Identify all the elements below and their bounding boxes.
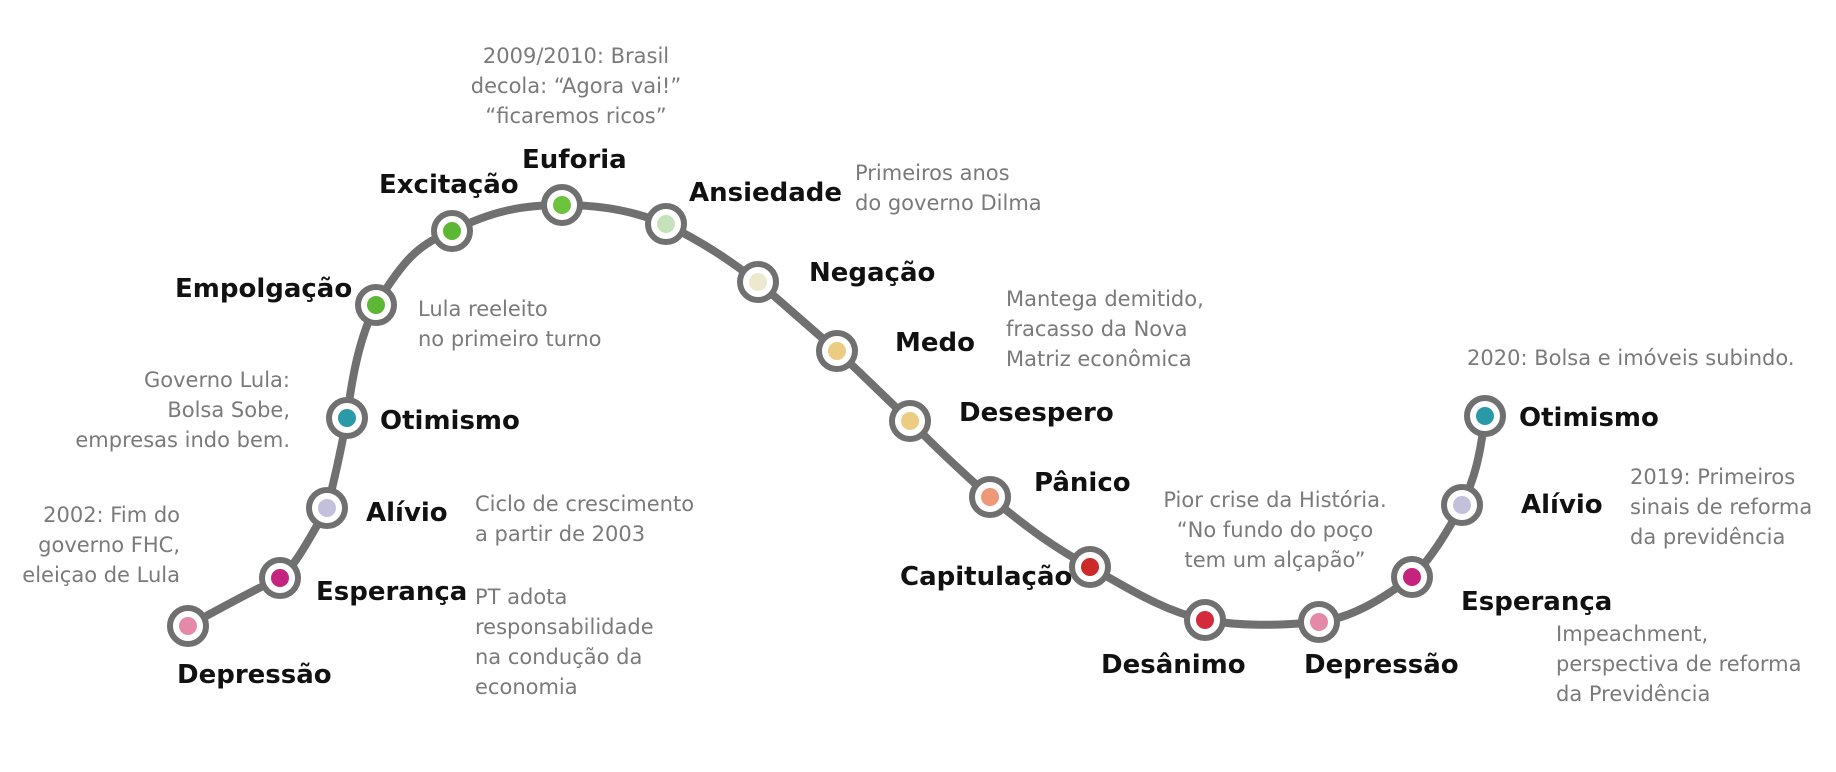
annotation-line: “ficaremos ricos”: [485, 104, 667, 128]
stage-marker-dot: [749, 273, 767, 291]
stage-label-ansiedade: Ansiedade: [689, 178, 843, 208]
annotation-dilma: Primeiros anos do governo Dilma: [855, 158, 1042, 218]
stage-marker-dot: [1476, 407, 1494, 425]
annotation-line: PT adota: [475, 585, 568, 609]
stage-marker-dot: [901, 412, 919, 430]
stage-label-alivio: Alívio: [366, 498, 448, 528]
stage-marker-dot: [318, 499, 336, 517]
annotation-line: 2020: Bolsa e imóveis subindo.: [1467, 346, 1795, 370]
annotation-line: economia: [475, 675, 578, 699]
annotation-mantega: Mantega demitido, fracasso da Nova Matri…: [1006, 284, 1204, 374]
stage-marker-dot: [657, 215, 675, 233]
annotation-line: tem um alçapão”: [1184, 548, 1366, 572]
stage-marker-dot: [1196, 611, 1214, 629]
stage-marker-dot: [1081, 558, 1099, 576]
stage-label-excitacao: Excitação: [379, 170, 519, 200]
stage-label-capitulacao: Capitulação: [900, 562, 1073, 592]
stage-marker: [1184, 599, 1226, 641]
stage-label-alivio-2: Alívio: [1521, 490, 1603, 520]
stage-marker-dot: [553, 196, 571, 214]
stage-marker-dot: [367, 296, 385, 314]
stage-marker: [816, 330, 858, 372]
annotation-line: Matriz econômica: [1006, 347, 1192, 371]
stage-marker-dot: [271, 569, 289, 587]
stage-label-medo: Medo: [895, 328, 975, 358]
annotation-line: do governo Dilma: [855, 191, 1042, 215]
stage-marker: [306, 487, 348, 529]
stage-marker: [1464, 395, 1506, 437]
annotation-line: Bolsa Sobe,: [167, 398, 290, 422]
stage-label-otimismo-2: Otimismo: [1519, 403, 1659, 433]
annotation-line: decola: “Agora vai!”: [470, 74, 682, 98]
stage-marker: [1298, 601, 1340, 643]
annotation-ciclo-crescimento: Ciclo de crescimento a partir de 2003: [475, 489, 694, 549]
annotation-pt-adota: PT adota responsabilidade na condução da…: [475, 582, 654, 702]
annotation-2019: 2019: Primeiros sinais de reforma da pre…: [1630, 462, 1812, 552]
annotation-line: Impeachment,: [1556, 622, 1709, 646]
stage-marker: [737, 261, 779, 303]
stage-label-esperanca-2: Esperança: [1461, 587, 1613, 617]
annotation-line: responsabilidade: [475, 615, 654, 639]
annotation-2002: 2002: Fim do governo FHC, eleiçao de Lul…: [8, 500, 180, 590]
stage-marker: [326, 397, 368, 439]
annotation-line: sinais de reforma: [1630, 495, 1813, 519]
stage-label-depressao: Depressão: [177, 660, 332, 690]
annotation-line: fracasso da Nova: [1006, 317, 1188, 341]
annotation-line: a partir de 2003: [475, 522, 646, 546]
annotation-lula-reeleito: Lula reeleito no primeiro turno: [418, 294, 602, 354]
annotation-line: empresas indo bem.: [75, 428, 290, 452]
annotation-line: 2009/2010: Brasil: [482, 44, 670, 68]
annotation-line: Ciclo de crescimento: [475, 492, 695, 516]
stage-marker: [541, 184, 583, 226]
stage-marker: [355, 284, 397, 326]
stage-marker-dot: [981, 488, 999, 506]
annotation-line: Mantega demitido,: [1006, 287, 1204, 311]
stage-marker: [889, 400, 931, 442]
stage-label-depressao-2: Depressão: [1304, 650, 1459, 680]
annotation-line: Lula reeleito: [418, 297, 548, 321]
annotation-2020: 2020: Bolsa e imóveis subindo.: [1467, 343, 1795, 373]
stage-label-esperanca: Esperança: [316, 577, 468, 607]
annotation-governo-lula: Governo Lula: Bolsa Sobe, empresas indo …: [38, 365, 290, 455]
stage-marker-dot: [1310, 613, 1328, 631]
annotation-line: “No fundo do poço: [1176, 518, 1374, 542]
annotation-line: 2019: Primeiros: [1630, 465, 1796, 489]
stage-marker: [431, 210, 473, 252]
stage-marker-dot: [1403, 568, 1421, 586]
annotation-line: no primeiro turno: [418, 327, 602, 351]
stage-label-euforia: Euforia: [522, 145, 627, 175]
annotation-line: Primeiros anos: [855, 161, 1010, 185]
stage-label-negacao: Negação: [809, 258, 936, 288]
stage-label-otimismo: Otimismo: [380, 406, 520, 436]
stage-marker-dot: [828, 342, 846, 360]
annotation-line: eleiçao de Lula: [22, 563, 180, 587]
stage-label-panico: Pânico: [1034, 468, 1131, 498]
stage-marker: [645, 203, 687, 245]
stage-label-empolgacao: Empolgação: [175, 274, 353, 304]
annotation-line: perspectiva de reforma: [1556, 652, 1802, 676]
stage-marker-dot: [1453, 496, 1471, 514]
stage-marker-dot: [443, 222, 461, 240]
stage-label-desanimo: Desânimo: [1101, 650, 1246, 680]
annotation-line: da previdência: [1630, 525, 1786, 549]
stage-marker-dot: [179, 617, 197, 635]
stage-marker: [969, 476, 1011, 518]
stage-marker: [259, 557, 301, 599]
stage-marker: [1069, 546, 1111, 588]
annotation-pior-crise: Pior crise da História. “No fundo do poç…: [1150, 485, 1400, 575]
annotation-line: governo FHC,: [38, 533, 180, 557]
annotation-2009-2010: 2009/2010: Brasil decola: “Agora vai!” “…: [446, 41, 706, 131]
stage-marker-dot: [338, 409, 356, 427]
stage-marker: [1391, 556, 1433, 598]
stage-marker: [1441, 484, 1483, 526]
stage-label-desespero: Desespero: [959, 398, 1114, 428]
annotation-line: da Previdência: [1556, 682, 1711, 706]
annotation-line: 2002: Fim do: [43, 503, 180, 527]
annotation-line: Pior crise da História.: [1163, 488, 1387, 512]
annotation-line: Governo Lula:: [144, 368, 290, 392]
annotation-line: na condução da: [475, 645, 643, 669]
stage-marker: [167, 605, 209, 647]
annotation-impeachment: Impeachment, perspectiva de reforma da P…: [1556, 619, 1802, 709]
